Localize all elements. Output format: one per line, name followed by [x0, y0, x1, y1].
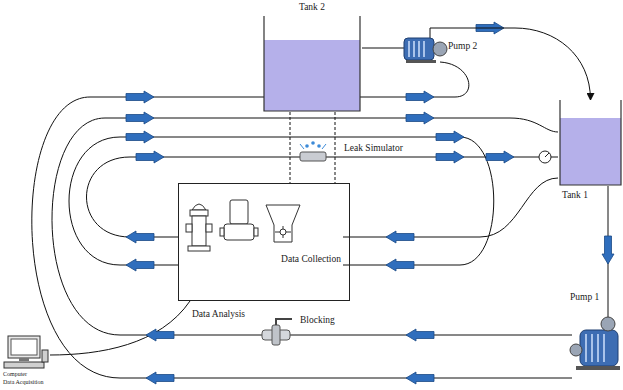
flow-arrow — [602, 236, 614, 264]
pipe-connector — [362, 28, 591, 100]
part-label: Data Analysis — [192, 309, 245, 320]
data-collection-box: Data Collection — [178, 183, 350, 301]
pump-symbol-part — [591, 334, 593, 362]
pump-symbol-part — [597, 334, 599, 362]
flow-arrow — [406, 112, 434, 124]
flow-arrow — [126, 91, 154, 103]
box-label: Data Collection — [281, 254, 341, 265]
pump-symbol-part — [418, 41, 420, 57]
pump-symbol-part — [433, 42, 447, 56]
flow-arrow — [486, 151, 514, 163]
pipe — [551, 157, 558, 158]
flow-sensor-symbol-part — [266, 205, 300, 242]
flow-arrow — [136, 151, 164, 163]
pump-symbol-part — [423, 41, 425, 57]
flow-arrow — [126, 259, 154, 271]
part-label: Pump 1 — [570, 292, 599, 303]
tank-outline — [262, 2, 362, 112]
flow-arrow — [126, 112, 154, 124]
part-label: Blocking — [300, 315, 335, 326]
flow-meter-symbol-part — [539, 151, 551, 163]
part-label: Pump 2 — [448, 41, 477, 52]
fire-hydrant-symbol-part — [206, 224, 212, 232]
flow-arrow — [406, 91, 434, 103]
computer-symbol-part — [4, 362, 44, 368]
pump-symbol-part — [580, 330, 618, 366]
fire-hydrant-symbol-part — [190, 210, 208, 216]
solenoid-valve-symbol-part — [220, 228, 224, 236]
pump-symbol-part — [576, 366, 620, 370]
tank-wall — [264, 16, 360, 111]
part-label: Leak Simulator — [342, 143, 405, 154]
part-label: Data Acquisition — [3, 379, 44, 386]
tank-air — [264, 16, 360, 40]
solenoid-valve-symbol-part — [230, 200, 248, 224]
tank-water — [560, 118, 621, 185]
flow-arrow — [406, 329, 434, 341]
blocking-valve-symbol-part — [272, 325, 280, 345]
fire-hydrant-symbol — [186, 204, 212, 251]
tank-label: Tank 1 — [562, 190, 588, 201]
fire-hydrant-symbol-part — [192, 204, 206, 210]
blocking-valve-symbol-part — [276, 319, 292, 325]
flow-sensor-symbol-part — [275, 226, 291, 238]
pump-symbol-part — [603, 334, 605, 362]
pump-symbol-part — [413, 41, 415, 57]
flow-meter-symbol-part — [545, 153, 549, 157]
flow-sensor-symbol-part — [280, 229, 286, 235]
flow-arrow — [436, 131, 464, 143]
flow-arrow — [126, 131, 154, 143]
flow-arrow — [146, 329, 174, 341]
flow-arrow — [386, 259, 414, 271]
flow-meter-symbol — [539, 151, 551, 163]
box-ground — [178, 183, 343, 301]
blocking-valve-symbol — [262, 319, 292, 345]
tank-air — [560, 100, 621, 118]
pump-symbol-part — [406, 60, 436, 63]
solenoid-valve-symbol-part — [254, 228, 258, 236]
fire-hydrant-symbol-part — [188, 246, 210, 251]
pump-symbol — [404, 38, 447, 63]
leak-simulator-symbol — [300, 141, 326, 161]
signal-link — [290, 112, 335, 183]
computer-symbol-part — [19, 358, 29, 361]
solenoid-valve-symbol-part — [224, 224, 254, 240]
flow-sensor-symbol — [266, 205, 300, 242]
leak-simulator-symbol-part — [311, 141, 315, 145]
pump-symbol-part — [570, 344, 582, 356]
flow-arrow — [436, 151, 464, 163]
flow-arrows — [126, 22, 614, 384]
leak-simulator-symbol-part — [305, 144, 309, 148]
pump-symbol-part — [408, 41, 410, 57]
leak-simulator-symbol-part — [317, 144, 321, 148]
computer-symbol — [4, 336, 48, 368]
fire-hydrant-symbol-part — [192, 216, 206, 246]
flow-arrow — [406, 372, 434, 384]
tank-wall — [560, 100, 621, 185]
flow-arrow — [386, 231, 414, 243]
leak-simulator-symbol-part — [300, 152, 326, 161]
pump-symbol-part — [404, 38, 434, 60]
pump-symbol — [570, 317, 620, 370]
computer-symbol-part — [42, 350, 48, 362]
computer-symbol-part — [11, 339, 37, 355]
computer-symbol-part — [8, 336, 40, 358]
part-label: Computer — [3, 371, 27, 378]
tank-water — [264, 40, 360, 111]
tank-label: Tank 2 — [262, 2, 362, 13]
flow-arrow — [126, 231, 154, 243]
data-link-line — [50, 301, 190, 355]
pipe-loop — [52, 118, 572, 335]
tank: Tank 1 — [558, 100, 623, 206]
leak-simulator-symbol-part — [300, 144, 326, 149]
pump-symbol-part — [585, 334, 587, 362]
flow-arrow — [146, 372, 174, 384]
fire-hydrant-symbol-part — [186, 224, 192, 232]
solenoid-valve-symbol — [220, 200, 258, 240]
pump-symbol-part — [601, 317, 615, 331]
tank: Tank 2 — [262, 2, 362, 112]
